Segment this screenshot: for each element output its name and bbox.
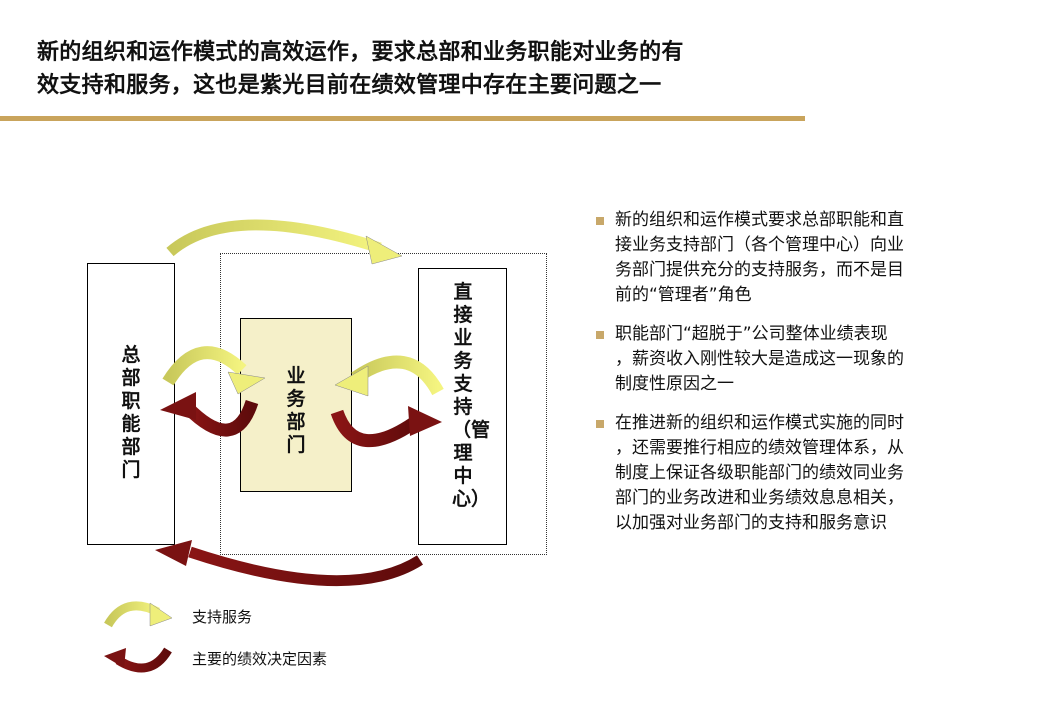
bullet-square-icon xyxy=(596,420,604,428)
bullet-line: ，还需要推行相应的绩效管理体系，从 xyxy=(615,438,904,458)
business-dept-box: 业务部门 xyxy=(240,318,352,492)
direct-support-label: 直接业务支持（管理中心） xyxy=(452,281,491,510)
bullet-line: ，薪资收入刚性较大是造成这一现象的 xyxy=(615,349,904,369)
direct-support-arrow-icon xyxy=(334,355,444,397)
title-divider xyxy=(0,116,805,121)
hq-factor-arrow-icon xyxy=(160,392,259,437)
top-support-arrow-icon xyxy=(166,219,403,265)
hq-functions-label: 总部职能部门 xyxy=(121,344,141,481)
title-line: 效支持和服务，这也是紫光目前在绩效管理中存在主要问题之一 xyxy=(37,73,662,98)
bullet-line: 新的组织和运作模式要求总部职能和直 xyxy=(615,210,904,230)
bullet-line: 以加强对业务部门的支持和服务意识 xyxy=(615,513,887,533)
bullet-item: 新的组织和运作模式要求总部职能和直 接业务支持部门（各个管理中心）向业 务部门提… xyxy=(596,208,996,308)
legend-support-arrow-icon xyxy=(104,601,173,628)
bullet-line: 务部门提供充分的支持服务，而不是目 xyxy=(615,260,904,280)
bullet-line: 前的“管理者”角色 xyxy=(615,285,752,305)
direct-support-box: 直接业务支持（管理中心） xyxy=(418,268,507,545)
legend-support-label: 支持服务 xyxy=(192,608,253,626)
business-dept-label: 业务部门 xyxy=(286,365,306,456)
slide-title: 新的组织和运作模式的高效运作，要求总部和业务职能对业务的有 效支持和服务，这也是… xyxy=(37,36,684,102)
bullet-square-icon xyxy=(596,217,604,225)
bullet-line: 制度性原因之一 xyxy=(615,374,734,394)
legend-factor-label: 主要的绩效决定因素 xyxy=(192,650,328,668)
legend-factor-arrow-icon xyxy=(104,647,172,673)
bottom-factor-arrow-icon xyxy=(155,540,423,587)
direct-factor-arrow-icon xyxy=(330,406,442,448)
bullet-item: 职能部门“超脱于”公司整体业绩表现 ，薪资收入刚性较大是造成这一现象的 制度性原… xyxy=(596,322,996,397)
bullet-line: 部门的业务改进和业务绩效息息相关， xyxy=(615,488,904,508)
title-line: 新的组织和运作模式的高效运作，要求总部和业务职能对业务的有 xyxy=(37,40,684,65)
bullet-line: 接业务支持部门（各个管理中心）向业 xyxy=(615,235,904,255)
bullet-item: 在推进新的组织和运作模式实施的同时 ，还需要推行相应的绩效管理体系，从 制度上保… xyxy=(596,411,996,536)
bullet-line: 制度上保证各级职能部门的绩效同业务 xyxy=(615,463,904,483)
bullet-line: 在推进新的组织和运作模式实施的同时 xyxy=(615,413,904,433)
hq-support-arrow-icon xyxy=(162,346,266,395)
bullet-line: 职能部门“超脱于”公司整体业绩表现 xyxy=(615,324,888,344)
bullet-square-icon xyxy=(596,331,604,339)
bullet-list: 新的组织和运作模式要求总部职能和直 接业务支持部门（各个管理中心）向业 务部门提… xyxy=(596,208,996,550)
